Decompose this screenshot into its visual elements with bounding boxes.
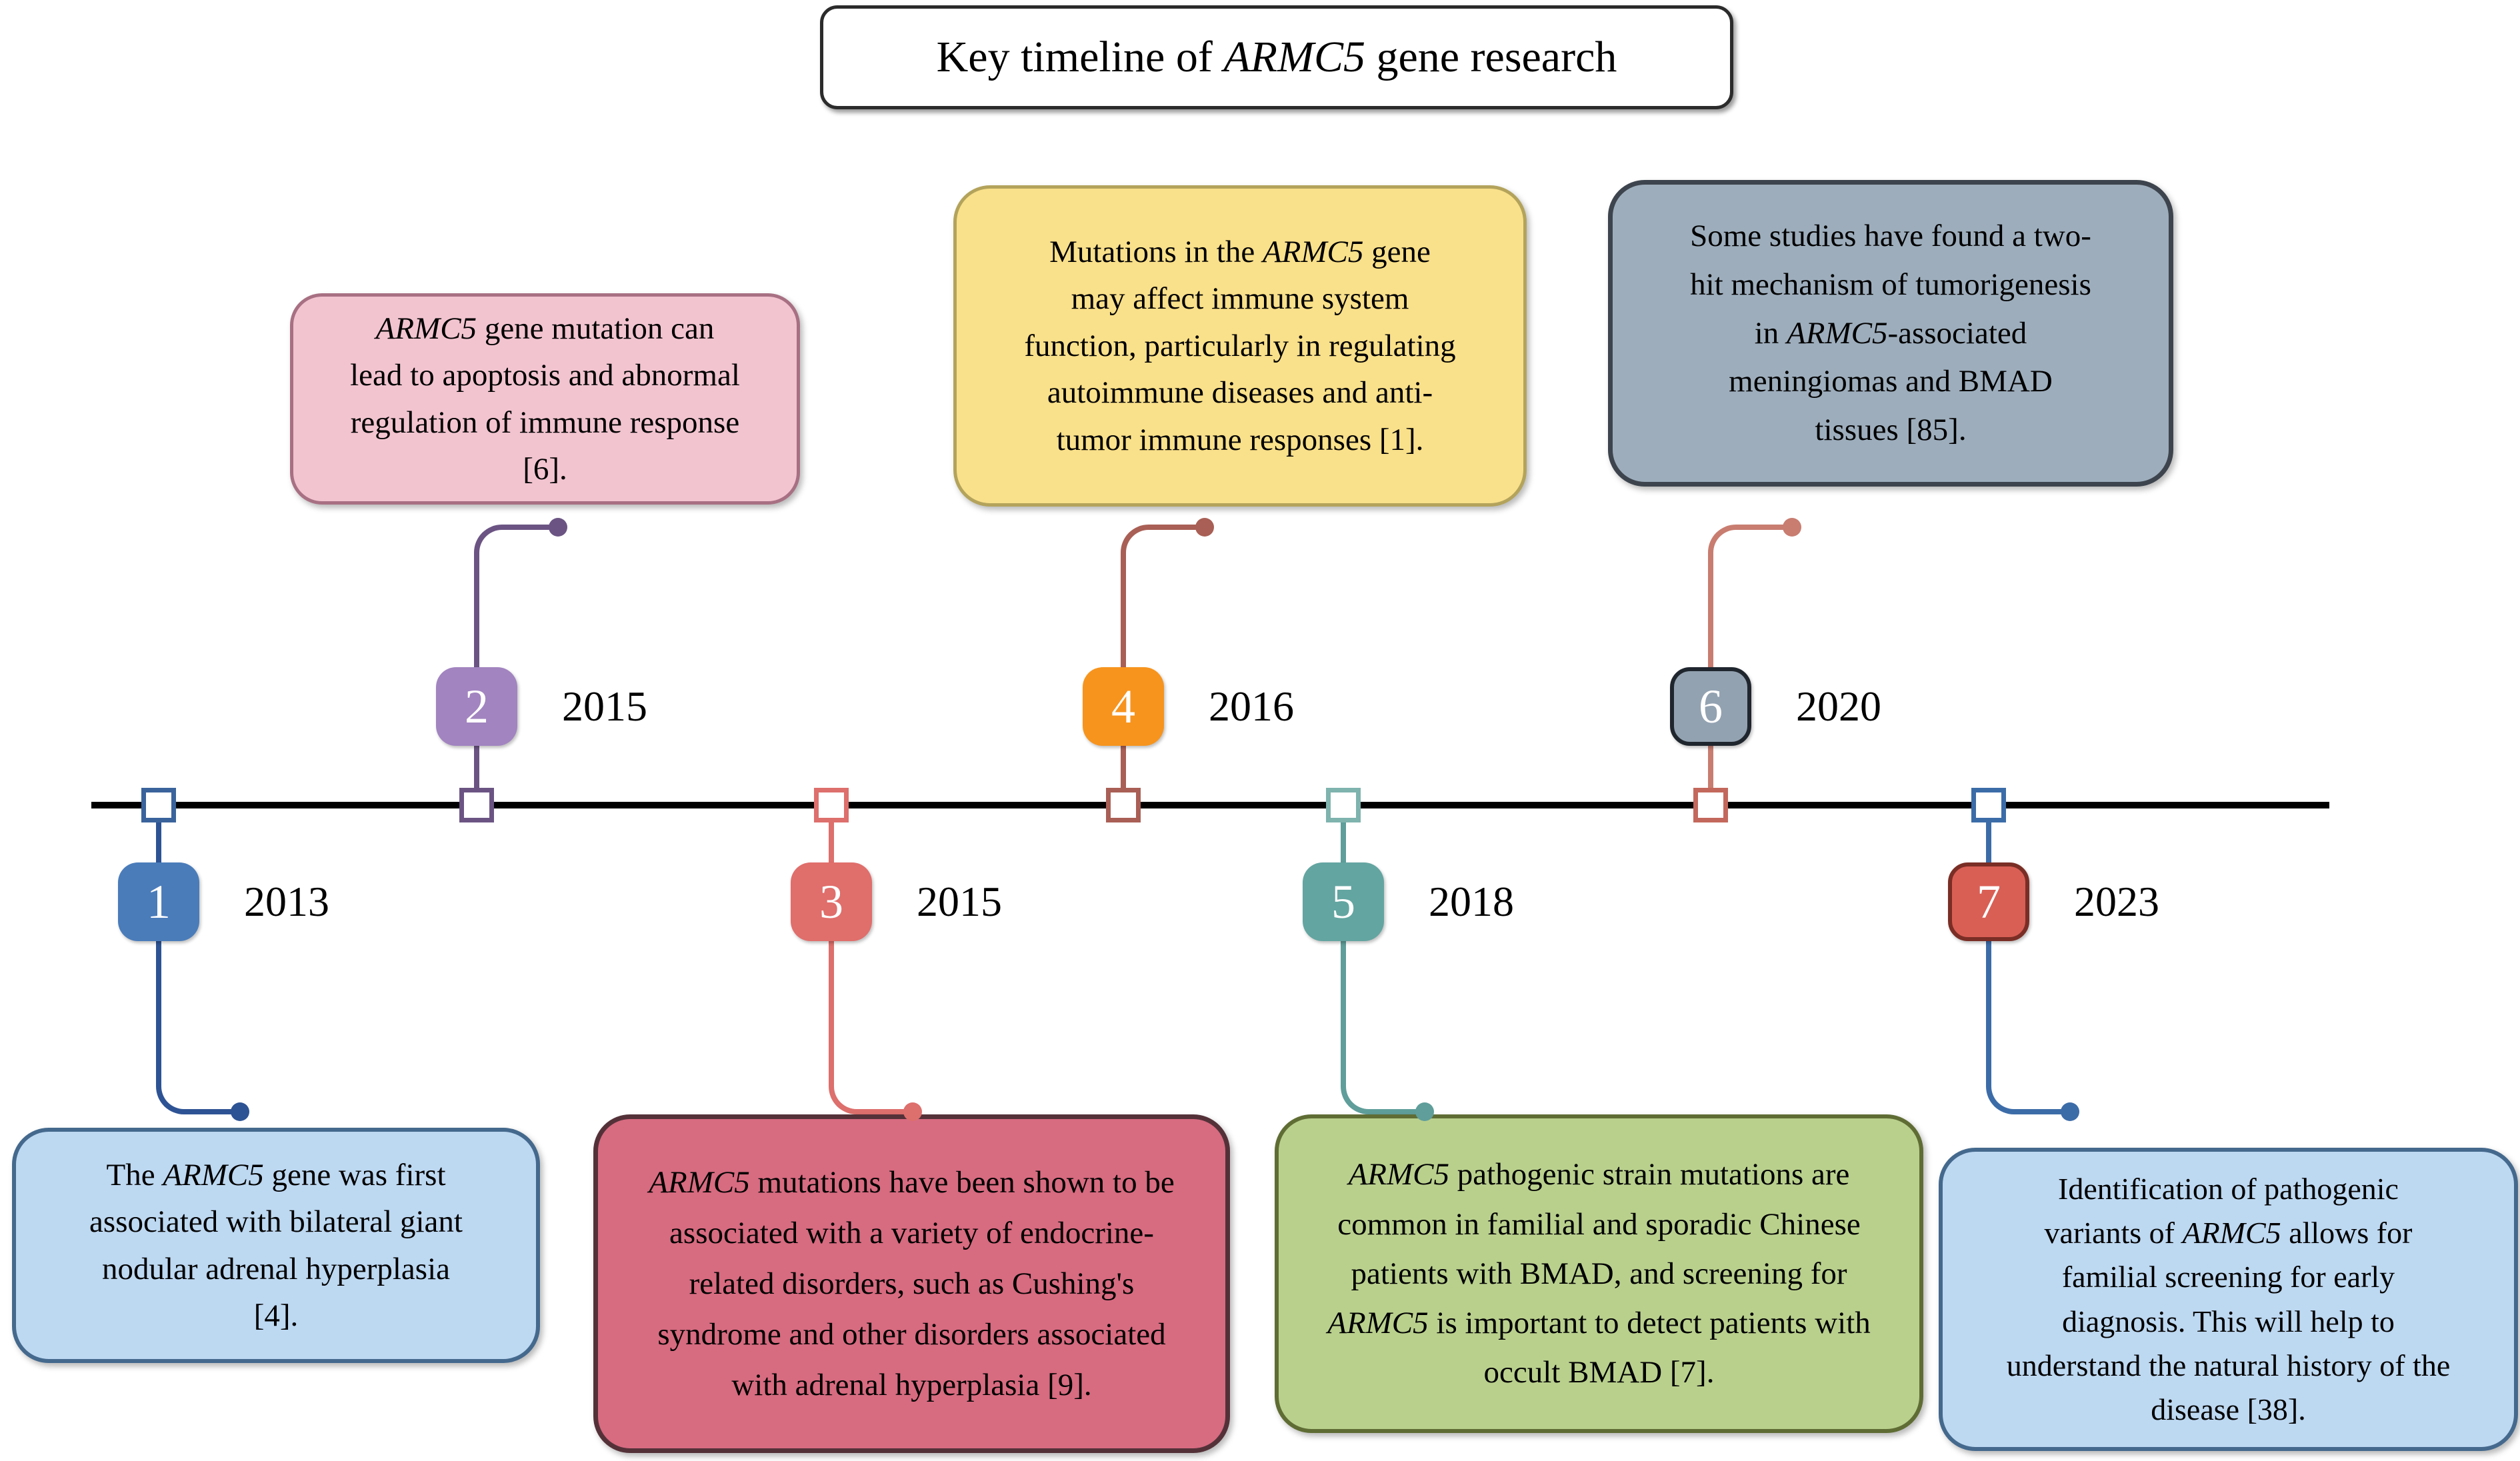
figure-title-box: Key timeline of ARMC5 gene research bbox=[820, 5, 1733, 109]
timeline-marker-icon bbox=[1971, 788, 2006, 822]
connector-elbow bbox=[156, 940, 240, 1114]
connector-elbow bbox=[474, 525, 558, 670]
event-number-badge: 7 bbox=[1948, 862, 2029, 941]
event-year: 2020 bbox=[1796, 683, 1881, 730]
figure-title: Key timeline of ARMC5 gene research bbox=[936, 33, 1617, 81]
event-number-badge: 6 bbox=[1670, 667, 1751, 746]
event-number: 7 bbox=[1977, 874, 2001, 928]
connector-dot-icon bbox=[231, 1102, 249, 1121]
connector-stub bbox=[1708, 744, 1713, 790]
connector-dot-icon bbox=[549, 518, 567, 537]
event-year: 2016 bbox=[1209, 683, 1294, 730]
event-number-badge: 4 bbox=[1083, 667, 1164, 746]
connector-elbow bbox=[1121, 525, 1205, 670]
connector-dot-icon bbox=[1783, 518, 1801, 537]
connector-dot-icon bbox=[903, 1102, 922, 1121]
event-number-badge: 5 bbox=[1303, 862, 1384, 941]
event-year: 2018 bbox=[1429, 878, 1514, 925]
event-callout: ARMC5 pathogenic strain mutations are co… bbox=[1275, 1114, 1923, 1433]
connector-elbow bbox=[829, 940, 913, 1114]
event-number: 5 bbox=[1331, 874, 1355, 928]
event-number-badge: 1 bbox=[118, 862, 199, 941]
timeline-marker-icon bbox=[814, 788, 849, 822]
connector-elbow bbox=[1986, 940, 2070, 1114]
event-text: Identification of pathogenic variants of… bbox=[2006, 1171, 2451, 1426]
timeline-marker-icon bbox=[1106, 788, 1141, 822]
connector-stub bbox=[1986, 820, 1991, 865]
event-number: 3 bbox=[819, 874, 843, 928]
connector-stub bbox=[1341, 820, 1346, 865]
event-callout: Mutations in the ARMC5 gene may affect i… bbox=[953, 185, 1527, 507]
event-text: ARMC5 pathogenic strain mutations are co… bbox=[1327, 1157, 1871, 1390]
connector-stub bbox=[156, 820, 161, 865]
event-text: ARMC5 gene mutation can lead to apoptosi… bbox=[350, 311, 740, 487]
event-number: 2 bbox=[465, 679, 489, 733]
connector-stub bbox=[474, 744, 479, 790]
connector-elbow bbox=[1708, 525, 1792, 670]
timeline-marker-icon bbox=[1693, 788, 1728, 822]
event-number: 6 bbox=[1699, 679, 1723, 733]
event-callout: ARMC5 mutations have been shown to be as… bbox=[593, 1114, 1230, 1453]
connector-elbow bbox=[1341, 940, 1425, 1114]
timeline-marker-icon bbox=[459, 788, 494, 822]
timeline-axis bbox=[91, 802, 2329, 808]
event-number: 4 bbox=[1111, 679, 1135, 733]
event-year: 2015 bbox=[562, 683, 647, 730]
event-text: The ARMC5 gene was first associated with… bbox=[89, 1157, 463, 1334]
event-number-badge: 3 bbox=[791, 862, 872, 941]
connector-stub bbox=[1121, 744, 1126, 790]
event-callout: The ARMC5 gene was first associated with… bbox=[12, 1128, 540, 1363]
event-callout: Identification of pathogenic variants of… bbox=[1939, 1148, 2518, 1451]
connector-dot-icon bbox=[1415, 1102, 1434, 1121]
event-text: Some studies have found a two-hit mechan… bbox=[1690, 218, 2091, 448]
connector-dot-icon bbox=[2061, 1102, 2079, 1121]
event-year: 2015 bbox=[917, 878, 1002, 925]
connector-stub bbox=[829, 820, 834, 865]
event-text: Mutations in the ARMC5 gene may affect i… bbox=[1024, 234, 1456, 457]
event-text: ARMC5 mutations have been shown to be as… bbox=[649, 1164, 1175, 1403]
event-number-badge: 2 bbox=[436, 667, 517, 746]
timeline-marker-icon bbox=[1326, 788, 1361, 822]
timeline-marker-icon bbox=[141, 788, 176, 822]
event-number: 1 bbox=[147, 874, 171, 928]
event-callout: ARMC5 gene mutation can lead to apoptosi… bbox=[290, 293, 800, 505]
connector-dot-icon bbox=[1195, 518, 1214, 537]
event-callout: Some studies have found a two-hit mechan… bbox=[1608, 180, 2173, 487]
event-year: 2013 bbox=[244, 878, 329, 925]
event-year: 2023 bbox=[2074, 878, 2159, 925]
